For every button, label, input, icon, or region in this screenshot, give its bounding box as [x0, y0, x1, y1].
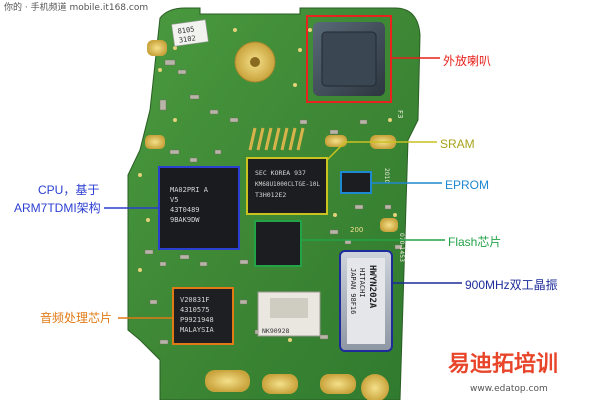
cpu-text-2: V5 — [170, 196, 178, 204]
audio-text-4: MALAYSIA — [180, 326, 215, 334]
round-contact-center — [250, 57, 260, 67]
cpu-chip — [158, 166, 240, 250]
sram-text-1: SEC KOREA 937 — [255, 169, 306, 177]
speaker-highlight — [306, 15, 392, 103]
speaker-label: 外放喇叭 — [443, 54, 492, 68]
gold-pad — [361, 374, 389, 400]
sram-chip — [246, 157, 328, 215]
audio-text-3: P9921948 — [180, 316, 214, 324]
module-text: NK90928 — [262, 327, 289, 335]
sram-text-3: T3H012E2 — [255, 191, 286, 199]
audio-chip-label: 音频处理芯片 — [40, 311, 113, 325]
sticker-text-1: 8105 — [177, 25, 195, 35]
board-mark: 070-1453 — [398, 233, 405, 262]
rf-module-inner — [270, 298, 308, 318]
eprom-label: EPROM — [445, 178, 490, 192]
board-mark: 2010 — [383, 168, 390, 183]
audio-text-1: V20831F — [180, 296, 210, 304]
gold-pad — [147, 40, 167, 56]
sticker-text-2: 3102 — [178, 34, 196, 44]
label-sticker — [171, 19, 209, 47]
sram-label: SRAM — [440, 137, 475, 151]
source-caption: 你的 · 手机频道 mobile.it168.com — [4, 3, 149, 13]
gold-pad — [145, 135, 165, 149]
gold-pad — [205, 370, 250, 392]
crystal-label-text: 900MHz双工晶振 — [465, 278, 558, 292]
flex-connector — [248, 127, 305, 151]
gold-pad — [325, 135, 347, 147]
crystal-text-3: JAPAN 98F16 — [349, 268, 357, 314]
speaker-inner — [321, 31, 377, 87]
sram-leader — [326, 141, 346, 161]
board-mark: F3 — [396, 110, 404, 118]
gold-pad — [320, 374, 356, 394]
crystal-text-2: HITACHI — [358, 268, 366, 298]
audio-text-2: 4310575 — [180, 306, 210, 314]
crystal-label — [347, 258, 385, 344]
board-mark: 200 — [350, 226, 363, 234]
pcb-vias — [138, 28, 397, 342]
gold-pad — [262, 374, 298, 394]
flash-label: Flash芯片 — [448, 235, 502, 249]
cpu-label-line2: ARM7TDMI架构 — [14, 201, 101, 215]
watermark-url: www.edatop.com — [470, 384, 548, 394]
flash-chip — [254, 220, 302, 267]
crystal-text-1: HWYN202A — [367, 265, 377, 309]
cpu-text-4: 9BAK9DW — [170, 216, 200, 224]
eprom-chip — [340, 171, 372, 194]
cpu-text-1: MA02PRI A — [170, 186, 209, 194]
cpu-label-line1: CPU，基于 — [38, 183, 100, 197]
sram-text-2: KM68U1000CLTGE-10L — [255, 181, 320, 188]
audio-chip — [172, 287, 234, 345]
gold-pad — [380, 218, 398, 232]
watermark-brand: 易迪拓培训 — [448, 352, 559, 377]
cpu-text-3: 43T0489 — [170, 206, 200, 214]
